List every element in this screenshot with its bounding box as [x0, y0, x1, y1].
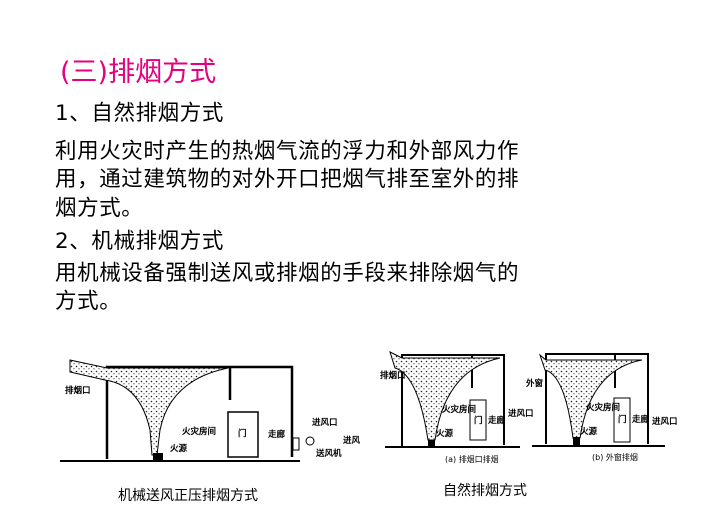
heading-mechanical: 2、机械排烟方式 — [55, 229, 224, 254]
label-b-corridor: 走廊 — [631, 414, 650, 425]
label-corridor: 走廊 — [267, 429, 286, 440]
label-a-door: 门 — [474, 415, 483, 426]
figure1-caption: 机械送风正压排烟方式 — [118, 488, 258, 504]
figure2-caption: 自然排烟方式 — [443, 483, 527, 499]
natural-line-3: 烟方式。 — [55, 196, 144, 221]
label-b-window: 外窗 — [525, 378, 544, 389]
mechanical-smoke-diagram: 排烟口 火灾房间 火源 门 走廊 进风口 进风 送风机 — [60, 359, 361, 462]
label-b-fire: 火源 — [580, 426, 598, 437]
label-a-inlet: 进风口 — [508, 408, 534, 419]
label-a-corridor: 走廊 — [487, 415, 506, 426]
natural-line-1: 利用火灾时产生的热烟气流的浮力和外部风力作 — [55, 139, 520, 164]
label-a-fire: 火源 — [436, 428, 454, 439]
sub-b-caption: (b) 外窗排烟 — [592, 452, 638, 462]
sub-a-caption: (a) 排烟口排烟 — [445, 454, 499, 464]
label-inlet: 进风口 — [312, 417, 338, 428]
label-fire: 火源 — [170, 443, 188, 454]
label-b-door: 门 — [618, 414, 627, 425]
label-room: 火灾房间 — [182, 426, 216, 437]
label-b-room: 火灾房间 — [586, 402, 620, 413]
mechanical-line-2: 方式。 — [55, 289, 122, 314]
label-air-in: 进风 — [343, 435, 361, 446]
mechanical-line-1: 用机械设备强制送风或排烟的手段来排除烟气的 — [55, 261, 520, 286]
natural-line-2: 用，通过建筑物的对外开口把烟气排至室外的排 — [55, 167, 520, 192]
label-fan: 送风机 — [315, 448, 342, 459]
natural-smoke-diagram: 排烟口 火灾房间 火源 门 走廊 进风口 (a) 排烟口排烟 外窗 火灾房间 火… — [380, 351, 678, 464]
label-a-exhaust: 排烟口 — [380, 370, 406, 381]
label-a-room: 火灾房间 — [442, 404, 476, 415]
heading-natural: 1、自然排烟方式 — [55, 101, 224, 126]
label-b-inlet: 进风口 — [652, 416, 678, 427]
slide-title: (三)排烟方式 — [60, 57, 217, 88]
label-exhaust: 排烟口 — [65, 385, 91, 396]
label-door: 门 — [238, 428, 247, 439]
